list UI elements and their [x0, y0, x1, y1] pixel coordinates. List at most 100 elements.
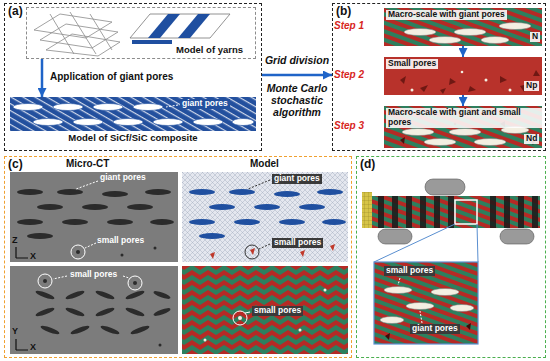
- axis-label: X: [30, 251, 36, 261]
- ct-slice: [10, 172, 178, 262]
- pore-label: small pores: [272, 238, 323, 248]
- art-shape: [466, 323, 471, 330]
- composite-model: [166, 105, 178, 107]
- art-shape: [509, 89, 512, 92]
- art-shape: [70, 324, 91, 336]
- ct-slice: [10, 266, 178, 354]
- yarn-wireframe: [34, 12, 120, 56]
- yarn-model: [178, 14, 210, 38]
- ct-slice: [16, 247, 28, 258]
- art-shape: [254, 204, 280, 210]
- panel-letter: (b): [336, 5, 351, 19]
- art-shape: [532, 196, 538, 228]
- art-shape: [402, 127, 529, 146]
- axis-label: Y: [12, 326, 18, 336]
- yarn-wireframe: [50, 12, 112, 54]
- art-shape: [454, 29, 486, 36]
- art-shape: [150, 219, 174, 225]
- mesh-image-box: Step 1Macro-scale with giant poresN: [384, 8, 542, 46]
- mesh-image-box: Step 2Small poresNp: [384, 57, 542, 95]
- art-shape: [429, 37, 461, 44]
- panel-letter: (d): [360, 158, 375, 172]
- art-shape: [229, 189, 255, 195]
- art-shape: [380, 317, 404, 324]
- art-shape: [127, 204, 153, 210]
- art-shape: [189, 189, 215, 195]
- art-shape: [27, 233, 53, 239]
- art-shape: [400, 137, 405, 144]
- art-shape: [404, 29, 436, 36]
- pore-label: small pores: [97, 236, 144, 246]
- art-shape: [17, 189, 174, 257]
- ct-slice: [76, 181, 98, 248]
- art-shape: [299, 204, 325, 210]
- art-shape: [504, 196, 510, 228]
- art-shape: [449, 78, 456, 85]
- panel-letter: (a): [8, 5, 23, 19]
- art-shape: [250, 248, 255, 255]
- column-header: Micro-CT: [66, 158, 109, 170]
- bending-beam: [362, 179, 540, 262]
- art-shape: [102, 191, 128, 197]
- figure-caption: Model of SiCf/SiC composite: [10, 133, 256, 144]
- art-shape: [400, 70, 540, 94]
- mesh-image-box: Step 3Macro-scale with giant and small p…: [384, 106, 542, 148]
- axis-label: X: [30, 342, 36, 352]
- art-shape: [279, 219, 305, 225]
- art-shape: [481, 37, 509, 44]
- art-shape: [107, 219, 133, 225]
- art-shape: [159, 344, 162, 347]
- art-shape: [234, 219, 260, 225]
- art-shape: [330, 244, 335, 251]
- pore-label: small pores: [252, 306, 303, 316]
- art-shape: [209, 204, 235, 210]
- bending-beam: [500, 229, 534, 244]
- mesh-step1: [384, 8, 542, 46]
- art-shape: [65, 306, 86, 318]
- flow-arrow: [462, 95, 464, 106]
- yarn-wireframe: [40, 24, 118, 48]
- art-shape: [238, 316, 242, 320]
- art-shape: [424, 139, 456, 146]
- pore-label: giant pores: [410, 324, 460, 334]
- art-shape: [402, 129, 434, 136]
- art-shape: [434, 196, 440, 228]
- model-slice: [182, 266, 348, 354]
- art-shape: [82, 204, 108, 210]
- bending-beam: [378, 229, 412, 244]
- art-shape: [449, 129, 481, 136]
- art-shape: [204, 339, 207, 342]
- mesh-step1: [384, 8, 542, 46]
- art-shape: [384, 287, 412, 294]
- art-shape: [232, 119, 254, 126]
- art-shape: [317, 189, 343, 195]
- edge-label: Grid division: [263, 54, 331, 66]
- art-shape: [33, 119, 63, 126]
- art-shape: [378, 196, 538, 228]
- detail-inset: [398, 278, 422, 323]
- art-shape: [518, 196, 524, 228]
- art-shape: [204, 289, 327, 342]
- mesh-symbol: N: [530, 32, 540, 42]
- ct-slice: [38, 274, 52, 288]
- art-shape: [17, 219, 43, 225]
- bending-beam: [372, 196, 540, 228]
- art-shape: [274, 191, 300, 197]
- art-shape: [154, 247, 157, 250]
- art-shape: [380, 287, 474, 324]
- art-shape: [40, 324, 61, 336]
- edge-label: Application of giant pores: [50, 71, 173, 83]
- model-slice: [245, 312, 250, 313]
- pore-label: giant pores: [180, 99, 230, 109]
- art-shape: [62, 219, 88, 225]
- flow-arrow: [41, 59, 44, 97]
- yarn-model: [130, 14, 230, 38]
- art-shape: [153, 307, 172, 318]
- image-caption: Small pores: [386, 59, 438, 69]
- column-header: Model: [250, 158, 279, 170]
- art-shape: [420, 85, 428, 92]
- panel-frame: (c): [4, 156, 352, 358]
- model-slice: [245, 245, 259, 259]
- art-shape: [95, 306, 116, 318]
- yarn-model-box: Model of yarns: [26, 7, 256, 59]
